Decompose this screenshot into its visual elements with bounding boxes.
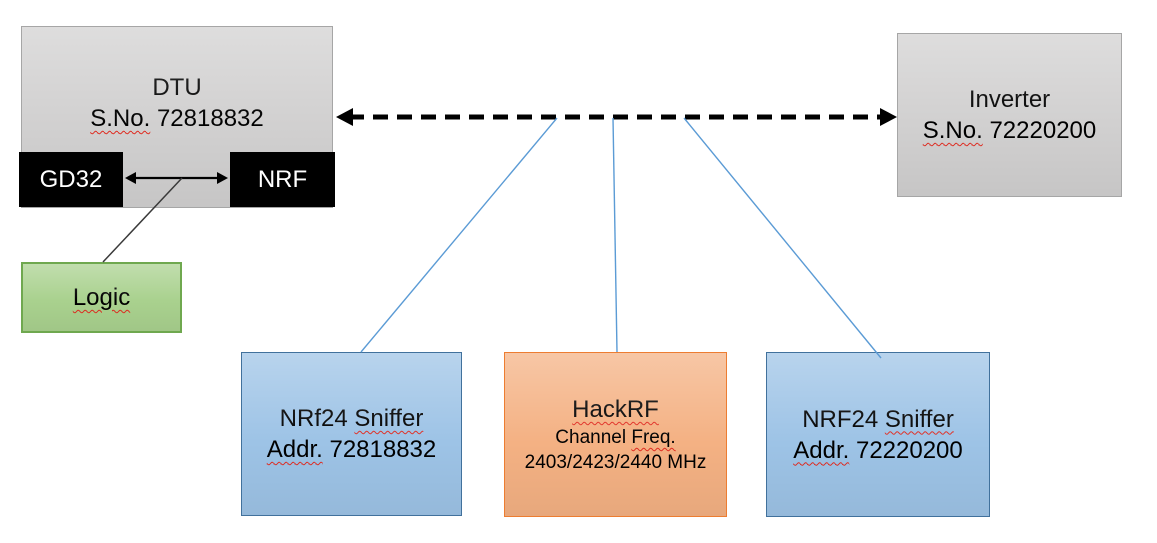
sniffer-right-addr: Addr. 72220200 bbox=[793, 435, 963, 466]
sniffer-tap-lines bbox=[360, 117, 882, 359]
gd32-label: GD32 bbox=[39, 166, 103, 193]
sniffer-right-node: NRF24 Sniffer Addr. 72220200 bbox=[766, 352, 990, 517]
dtu-title: DTU bbox=[152, 74, 202, 101]
tap-line-left bbox=[360, 117, 558, 353]
dtu-serial-value: 72818832 bbox=[150, 105, 264, 132]
sniffer-right-name-wavy: Sniffer bbox=[884, 405, 954, 433]
inverter-title: Inverter bbox=[968, 86, 1051, 113]
tap-line-right bbox=[683, 117, 882, 359]
nrf-node: NRF bbox=[230, 152, 335, 207]
hackrf-title: HackRF bbox=[572, 396, 659, 423]
tap-line-center bbox=[612, 117, 618, 353]
sniffer-left-name: NRf24 Sniffer bbox=[280, 403, 424, 434]
sniffer-left-addr-label: Addr. bbox=[266, 436, 323, 463]
sniffer-left-name-wavy: Sniffer bbox=[354, 405, 424, 432]
logic-label: Logic bbox=[72, 284, 131, 311]
hackrf-channels: 2403/2423/2440 MHz bbox=[524, 452, 707, 473]
sniffer-right-addr-value: 72220200 bbox=[849, 436, 963, 464]
hackrf-freq-wavy: Freq. bbox=[631, 427, 676, 448]
sniffer-right-name: NRF24 Sniffer bbox=[802, 404, 954, 435]
inverter-serial-value: 72220200 bbox=[982, 117, 1097, 144]
logic-node: Logic bbox=[21, 262, 182, 333]
gd32-node: GD32 bbox=[19, 152, 123, 207]
sniffer-left-addr-value: 72818832 bbox=[322, 436, 437, 463]
hackrf-node: HackRF Channel Freq. 2403/2423/2440 MHz bbox=[504, 352, 727, 517]
hackrf-freq-prefix: Channel bbox=[555, 427, 632, 448]
sniffer-right-addr-label: Addr. bbox=[793, 436, 850, 464]
sniffer-left-node: NRf24 Sniffer Addr. 72818832 bbox=[241, 352, 462, 516]
nrf-label: NRF bbox=[257, 166, 308, 193]
inverter-serial-label: S.No. bbox=[922, 117, 983, 144]
inverter-serial: S.No. 72220200 bbox=[923, 115, 1096, 146]
sniffer-right-name-prefix: NRF24 bbox=[802, 405, 885, 433]
rf-link-dashed-arrow bbox=[336, 108, 897, 126]
inverter-node: Inverter S.No. 72220200 bbox=[897, 33, 1122, 197]
sniffer-left-name-prefix: NRf24 bbox=[279, 405, 355, 432]
dtu-serial: S.No. 72818832 bbox=[90, 103, 263, 134]
sniffer-left-addr: Addr. 72818832 bbox=[267, 434, 437, 465]
hackrf-freq: Channel Freq. bbox=[555, 425, 675, 450]
dtu-serial-label: S.No. bbox=[90, 105, 151, 132]
